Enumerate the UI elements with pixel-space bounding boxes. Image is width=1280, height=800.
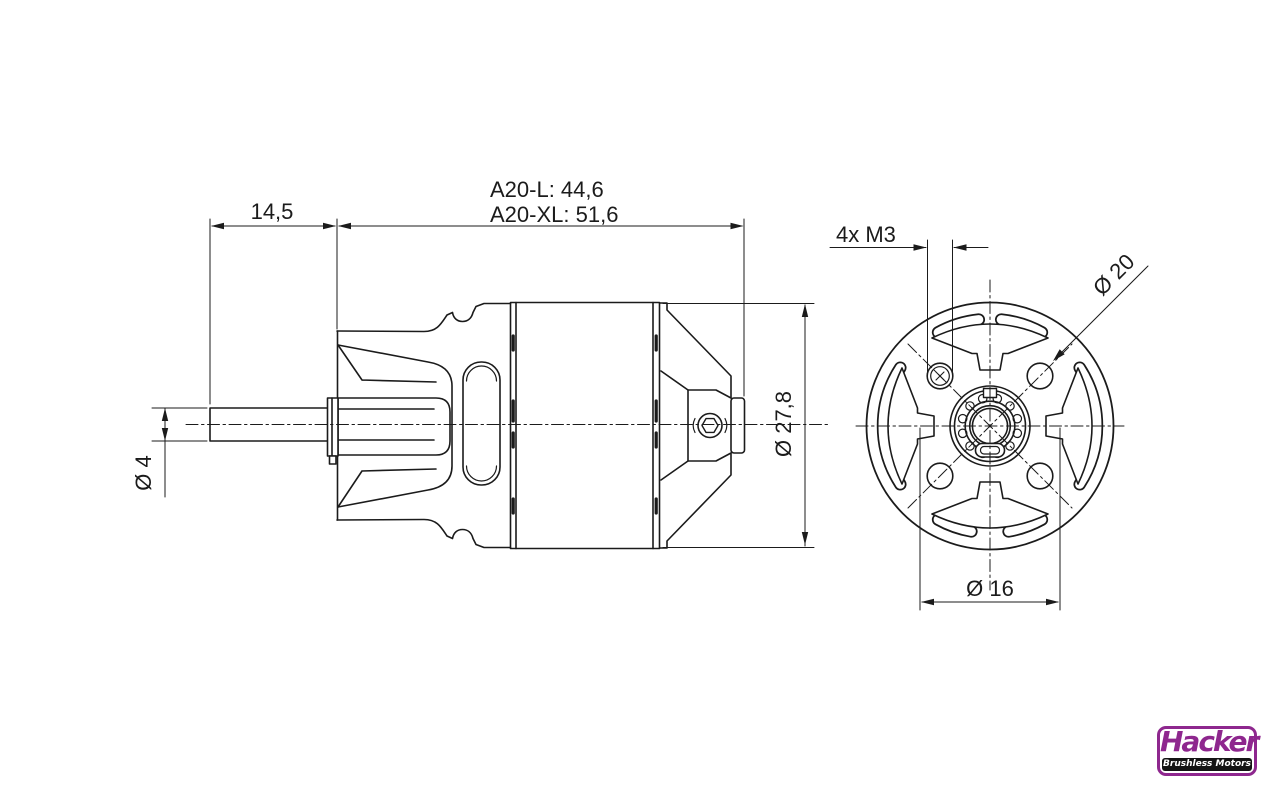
front-bell [336,302,512,549]
front-centerlines [855,279,1125,591]
dim-shaft-dia: Ø 4 [131,455,156,490]
logo-brand-text: Hacker [1160,725,1259,758]
rear-boss [730,397,746,454]
can-edge-slots [511,334,658,515]
logo-tagline-text: Brushless Motors [1163,759,1251,769]
side-view [185,301,831,550]
set-screw [692,412,728,439]
motor-shaft [209,397,339,465]
hacker-logo: Hacker Brushless Motors [1157,725,1259,776]
dim-protrusion: 14,5 [251,199,294,224]
dim-mount-holes: 4x M3 [836,222,896,247]
front-view [855,279,1125,591]
dim-length-l: A20-L: 44,6 [490,177,604,202]
dim-body-dia: Ø 27,8 [771,391,796,457]
shaft-boss [337,397,451,456]
bell-slot [462,361,501,486]
dimension-lines [151,218,1149,611]
rear-housing [658,302,746,549]
dim-length-xl: A20-XL: 51,6 [490,202,618,227]
dim-mount-spacing: Ø 16 [966,576,1014,601]
dim-hole-circle: Ø 20 [1088,249,1139,300]
dimension-arrows [161,222,1065,606]
logo-tagline-bar: Brushless Motors [1162,758,1252,771]
motor-can [509,301,661,550]
